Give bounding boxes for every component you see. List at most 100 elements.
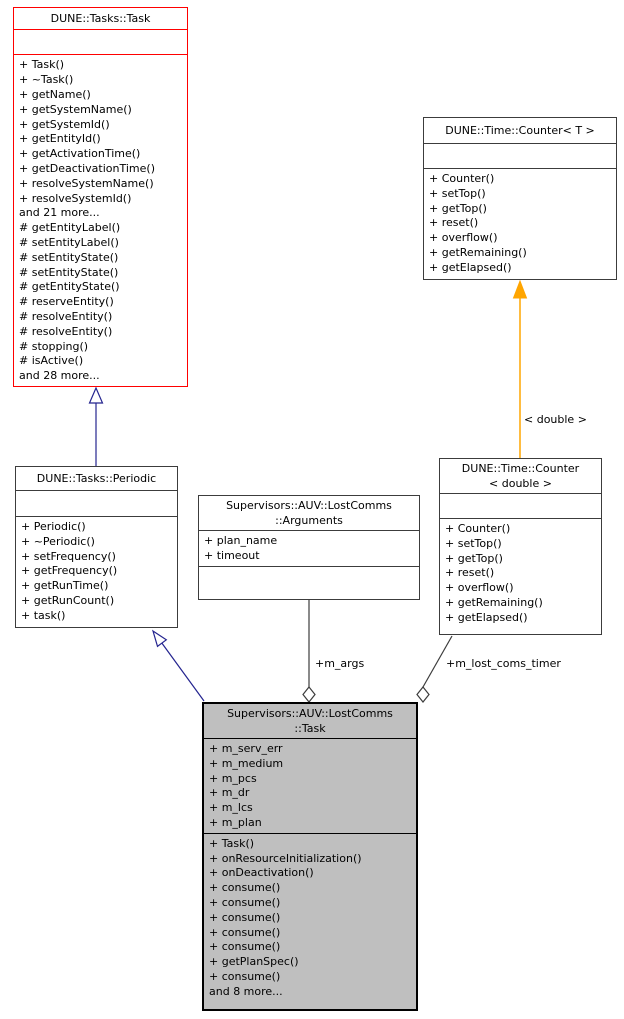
method-row: # resolveEntity() xyxy=(19,310,113,324)
class-title-line: < double > xyxy=(489,477,552,490)
method-row: and 28 more... xyxy=(19,369,100,383)
attribute-row: + m_lcs xyxy=(209,801,253,815)
method-row: # stopping() xyxy=(19,339,89,353)
method-row: # setEntityLabel() xyxy=(19,236,119,250)
class-box-lostcomms-task-current: Supervisors::AUV::LostComms::Task + m_se… xyxy=(202,702,418,1011)
method-row: + getEntityId() xyxy=(19,132,101,146)
class-title: DUNE::Time::Counter< double > xyxy=(440,459,601,493)
attribute-row: + plan_name xyxy=(204,534,278,547)
method-row: + getRemaining() xyxy=(429,245,527,259)
aggregation-diamond-icon xyxy=(416,686,430,703)
method-row: + ~Task() xyxy=(19,73,74,87)
method-row: + reset() xyxy=(429,216,479,230)
method-row: # setEntityState() xyxy=(19,265,119,279)
class-title-line: ::Arguments xyxy=(275,514,343,527)
method-row: + onDeactivation() xyxy=(209,866,314,880)
class-title: DUNE::Tasks::Periodic xyxy=(16,467,177,490)
method-row: + getFrequency() xyxy=(21,564,118,578)
method-row: + Counter() xyxy=(445,522,511,535)
method-row: + setTop() xyxy=(445,536,502,550)
method-row: + Periodic() xyxy=(21,520,86,533)
method-row: + getRunCount() xyxy=(21,593,115,607)
method-row: + ~Periodic() xyxy=(21,534,95,548)
inheritance-arrowhead-icon xyxy=(151,629,168,648)
class-box-lostcomms-arguments[interactable]: Supervisors::AUV::LostComms::Arguments +… xyxy=(198,495,420,600)
aggregation-edge-m-lost-coms-timer xyxy=(422,635,453,688)
method-row: + getPlanSpec() xyxy=(209,955,299,969)
attribute-row: + m_medium xyxy=(209,756,284,770)
method-row: + getElapsed() xyxy=(429,260,512,274)
method-row: + consume() xyxy=(209,881,281,895)
method-row: + overflow() xyxy=(445,581,514,595)
method-row: + resolveSystemId() xyxy=(19,191,132,205)
class-box-dune-time-counter-t[interactable]: DUNE::Time::Counter< T > + Counter()+ se… xyxy=(423,117,617,280)
method-row: + onResourceInitialization() xyxy=(209,851,362,865)
method-row: + setTop() xyxy=(429,186,486,200)
aggregation-diamond-icon xyxy=(302,686,316,703)
attribute-row: + m_dr xyxy=(209,786,250,800)
attributes-section xyxy=(16,490,177,516)
method-row: # resolveEntity() xyxy=(19,324,113,338)
class-title-line: DUNE::Tasks::Periodic xyxy=(36,472,157,485)
class-title: DUNE::Time::Counter< T > xyxy=(424,118,616,143)
class-box-dune-tasks-task[interactable]: DUNE::Tasks::Task + Task()+ ~Task()+ get… xyxy=(13,7,188,387)
class-title: DUNE::Tasks::Task xyxy=(14,8,187,29)
class-title: Supervisors::AUV::LostComms::Arguments xyxy=(199,496,419,530)
method-row: # getEntityState() xyxy=(19,280,120,294)
method-row: + reset() xyxy=(445,566,495,580)
method-row: + consume() xyxy=(209,925,281,939)
method-row: + resolveSystemName() xyxy=(19,176,154,190)
class-title-line: ::Task xyxy=(294,722,326,735)
class-title-line: Supervisors::AUV::LostComms xyxy=(226,499,392,512)
attribute-row: + timeout xyxy=(204,548,260,562)
attribute-row: + m_pcs xyxy=(209,771,257,785)
method-row: # getEntityLabel() xyxy=(19,221,121,235)
method-row: + overflow() xyxy=(429,231,498,245)
attributes-section: + plan_name+ timeout xyxy=(199,530,419,566)
class-box-dune-time-counter-double[interactable]: DUNE::Time::Counter< double > + Counter(… xyxy=(439,458,602,635)
method-row: + task() xyxy=(21,608,66,622)
method-row: + consume() xyxy=(209,895,281,909)
method-row: # reserveEntity() xyxy=(19,295,114,309)
method-row: + getSystemName() xyxy=(19,102,132,116)
method-row: + getRunTime() xyxy=(21,579,109,593)
method-row: and 21 more... xyxy=(19,206,100,220)
methods-section xyxy=(199,565,419,599)
class-title: Supervisors::AUV::LostComms::Task xyxy=(204,704,416,738)
method-row: + getTop() xyxy=(445,551,503,565)
class-title-line: DUNE::Time::Counter< T > xyxy=(445,124,595,137)
method-row: + consume() xyxy=(209,940,281,954)
method-row: + getRemaining() xyxy=(445,595,543,609)
method-row: + getElapsed() xyxy=(445,610,528,624)
class-title-line: DUNE::Time::Counter xyxy=(461,462,580,475)
method-row: + getDeactivationTime() xyxy=(19,162,155,176)
method-row: + getActivationTime() xyxy=(19,147,141,161)
class-box-dune-tasks-periodic[interactable]: DUNE::Tasks::Periodic + Periodic()+ ~Per… xyxy=(15,466,178,628)
method-row: + getSystemId() xyxy=(19,117,110,131)
attributes-section xyxy=(14,29,187,54)
template-arrowhead-icon xyxy=(512,279,528,299)
method-row: + consume() xyxy=(209,969,281,983)
methods-section: + Task()+ onResourceInitialization()+ on… xyxy=(204,832,416,1009)
methods-section: + Counter()+ setTop()+ getTop()+ reset()… xyxy=(424,168,616,279)
attribute-row: + m_serv_err xyxy=(209,742,283,755)
inheritance-arrowhead-icon xyxy=(88,386,104,404)
edge-label-m-lost-coms-timer: +m_lost_coms_timer xyxy=(446,657,561,670)
method-row: + consume() xyxy=(209,910,281,924)
method-row: # isActive() xyxy=(19,354,84,368)
attributes-section: + m_serv_err+ m_medium+ m_pcs+ m_dr+ m_l… xyxy=(204,738,416,833)
method-row: + Task() xyxy=(19,58,65,72)
attribute-row: + m_plan xyxy=(209,815,262,829)
methods-section: + Task()+ ~Task()+ getName()+ getSystemN… xyxy=(14,54,187,386)
method-row: + getName() xyxy=(19,88,91,102)
method-row: + setFrequency() xyxy=(21,549,116,563)
class-title-line: DUNE::Tasks::Task xyxy=(50,12,151,26)
method-row: + Task() xyxy=(209,836,255,850)
method-row: + Counter() xyxy=(429,172,495,185)
attributes-section xyxy=(440,493,601,518)
method-row: and 8 more... xyxy=(209,984,283,998)
class-title-line: Supervisors::AUV::LostComms xyxy=(227,707,393,720)
methods-section: + Counter()+ setTop()+ getTop()+ reset()… xyxy=(440,518,601,634)
